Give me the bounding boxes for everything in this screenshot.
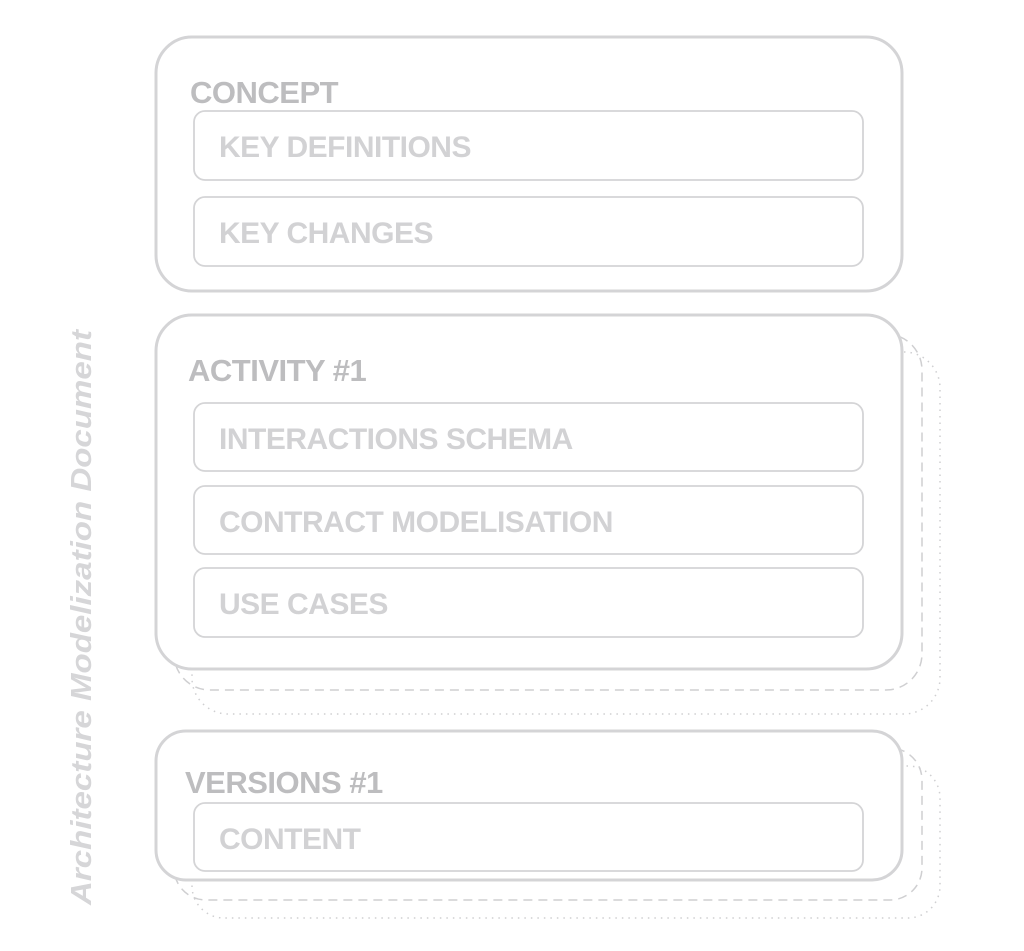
item-label: KEY CHANGES bbox=[219, 217, 433, 250]
versions-title: VERSIONS #1 bbox=[185, 765, 383, 800]
concept-section: CONCEPT KEY DEFINITIONS KEY CHANGES bbox=[154, 35, 904, 293]
concept-item-key-changes[interactable]: KEY CHANGES bbox=[193, 196, 864, 267]
concept-title: CONCEPT bbox=[190, 75, 339, 110]
item-label: CONTRACT MODELISATION bbox=[219, 506, 613, 539]
concept-item-key-definitions[interactable]: KEY DEFINITIONS bbox=[193, 110, 864, 181]
item-label: USE CASES bbox=[219, 588, 388, 621]
item-label: KEY DEFINITIONS bbox=[219, 131, 471, 164]
versions-section: VERSIONS #1 CONTENT bbox=[154, 729, 941, 919]
activity-section: ACTIVITY #1 INTERACTIONS SCHEMA CONTRACT… bbox=[154, 313, 941, 715]
activity-item-contract-modelisation[interactable]: CONTRACT MODELISATION bbox=[193, 485, 864, 555]
activity-item-interactions-schema[interactable]: INTERACTIONS SCHEMA bbox=[193, 402, 864, 472]
activity-title: ACTIVITY #1 bbox=[188, 353, 367, 388]
activity-item-use-cases[interactable]: USE CASES bbox=[193, 567, 864, 638]
side-label: Architecture Modelization Document bbox=[66, 328, 98, 906]
item-label: INTERACTIONS SCHEMA bbox=[219, 423, 573, 456]
item-label: CONTENT bbox=[219, 823, 361, 856]
versions-item-content[interactable]: CONTENT bbox=[193, 802, 864, 872]
